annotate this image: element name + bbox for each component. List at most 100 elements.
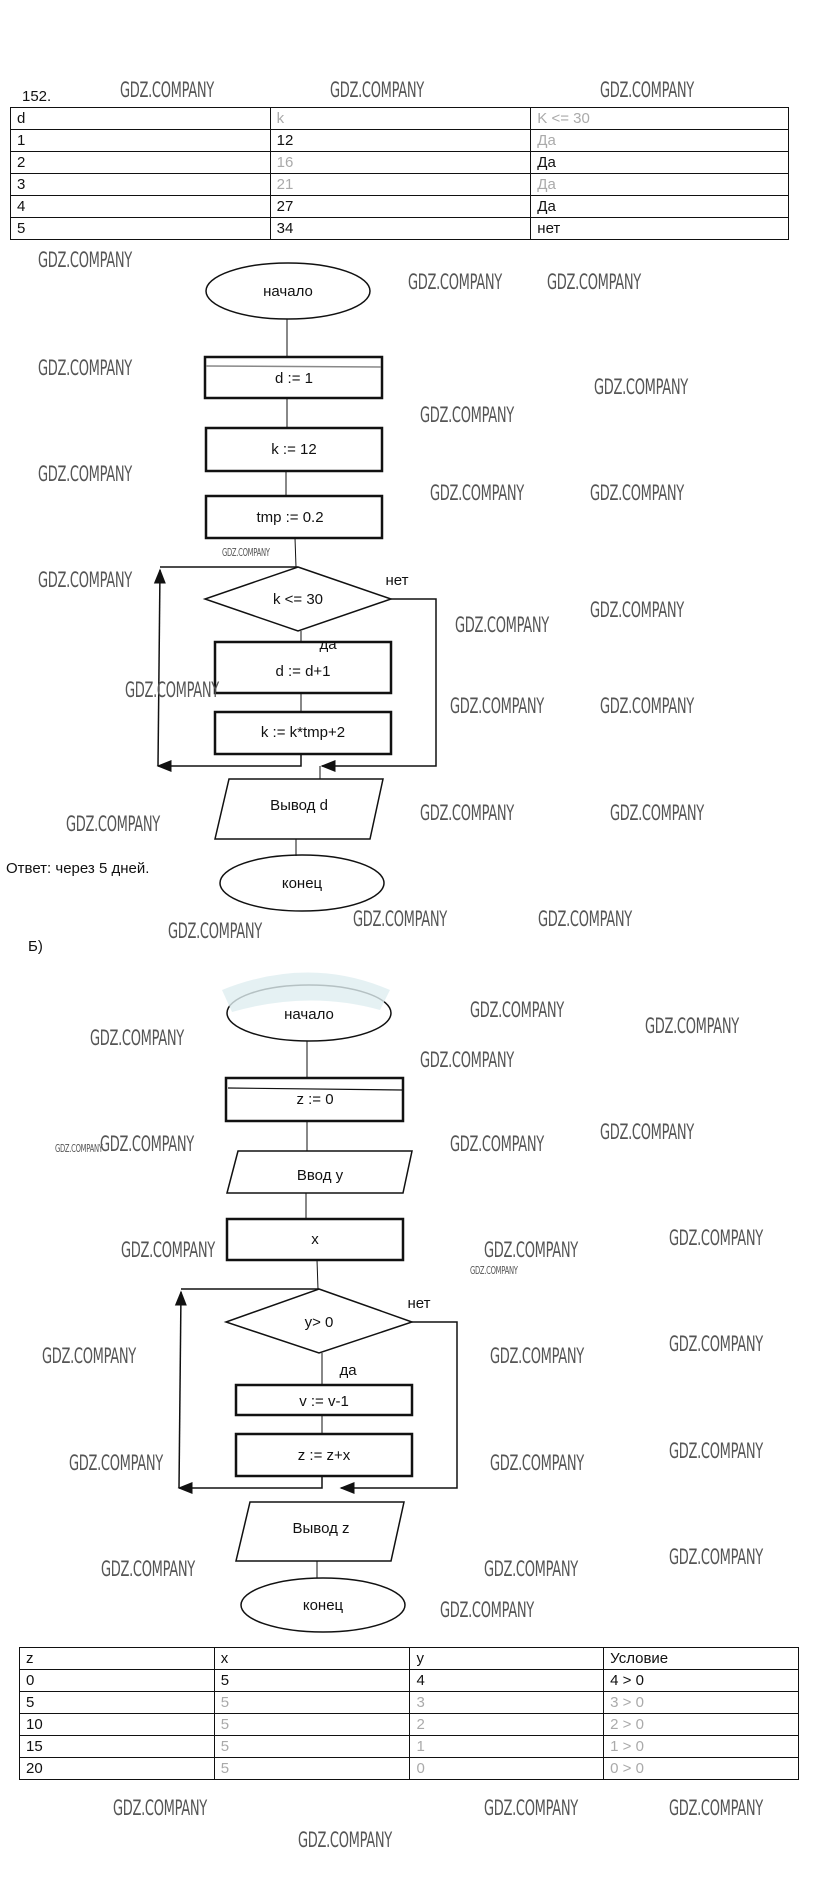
- watermark: GDZ.COMPANY: [450, 1132, 544, 1156]
- cell: 5: [213, 1691, 411, 1714]
- table-row: 5 5 3 3 > 0: [19, 1691, 799, 1714]
- watermark: GDZ.COMPANY: [100, 1132, 194, 1156]
- cell: 0 > 0: [603, 1757, 799, 1780]
- cell: 10: [19, 1713, 215, 1736]
- connector: [294, 537, 297, 568]
- no-label: нет: [408, 1295, 431, 1312]
- process-k-update: [213, 710, 393, 756]
- watermark: GDZ.COMPANY: [484, 1796, 578, 1820]
- process-k-init: [204, 426, 384, 473]
- watermark: GDZ.COMPANY: [168, 919, 262, 943]
- end-label: конец: [303, 1597, 344, 1614]
- watermark: GDZ.COMPANY: [669, 1545, 763, 1569]
- cell: Да: [530, 173, 789, 196]
- cell: 4 > 0: [603, 1669, 799, 1692]
- cell: 27: [269, 195, 532, 218]
- cell: 5: [213, 1735, 411, 1758]
- watermark: GDZ.COMPANY: [645, 1014, 739, 1038]
- watermark: GDZ.COMPANY: [547, 270, 641, 294]
- k-init-label: k := 12: [271, 441, 316, 458]
- d-inc-label: d := d+1: [275, 663, 330, 680]
- table-row: 10 5 2 2 > 0: [19, 1713, 799, 1736]
- flowchart-a-labels: начало d := 1 k := 12 tmp := 0.2 k <= 30…: [256, 283, 408, 892]
- end-terminal: [240, 1577, 406, 1633]
- cell: 21: [269, 173, 532, 196]
- cell: нет: [530, 217, 789, 240]
- flowchart-a: [153, 262, 437, 912]
- cell: 2 > 0: [603, 1713, 799, 1736]
- flowchart-b: [174, 972, 458, 1633]
- watermark: GDZ.COMPANY: [69, 1451, 163, 1475]
- z-update-label: z := z+x: [298, 1447, 351, 1464]
- input-parallelogram: [226, 1150, 413, 1194]
- loop-return-arrow: [156, 754, 302, 772]
- connector: [227, 1087, 403, 1091]
- watermark: GDZ.COMPANY: [669, 1439, 763, 1463]
- cell: 20: [19, 1757, 215, 1780]
- condition-label: k <= 30: [273, 591, 323, 608]
- watermark: GDZ.COMPANY: [38, 462, 132, 486]
- watermark: GDZ.COMPANY: [600, 694, 694, 718]
- start-terminal: [205, 262, 371, 320]
- answer-text: Ответ: через 5 дней.: [6, 860, 150, 877]
- watermark: GDZ.COMPANY: [669, 1796, 763, 1820]
- cell: 3: [409, 1691, 605, 1714]
- watermark: GDZ.COMPANY: [420, 1048, 514, 1072]
- loop-back-arrow: [153, 568, 166, 767]
- z-init-label: z := 0: [296, 1091, 333, 1108]
- decision-diamond: [202, 566, 394, 632]
- watermark: GDZ.COMPANY: [330, 78, 424, 102]
- table-row: 15 5 1 1 > 0: [19, 1735, 799, 1758]
- cell: 5: [19, 1691, 215, 1714]
- table-row: 0 5 4 4 > 0: [19, 1669, 799, 1692]
- watermark: GDZ.COMPANY: [90, 1026, 184, 1050]
- tmp-init-label: tmp := 0.2: [256, 509, 323, 526]
- watermark: GDZ.COMPANY: [455, 613, 549, 637]
- watermark: GDZ.COMPANY: [484, 1557, 578, 1581]
- table-a: d k K <= 30 1 12 Да 2 16 Да 3 21 Да 4 27…: [10, 107, 789, 240]
- output-parallelogram: [235, 1501, 405, 1562]
- watermark: GDZ.COMPANY: [430, 481, 524, 505]
- x-label: x: [311, 1231, 319, 1248]
- cell: 5: [213, 1757, 411, 1780]
- watermark: GDZ.COMPANY: [669, 1332, 763, 1356]
- watermark: GDZ.COMPANY: [610, 801, 704, 825]
- watermark: GDZ.COMPANY: [222, 546, 270, 559]
- watermark: GDZ.COMPANY: [38, 356, 132, 380]
- cell: 5: [213, 1713, 411, 1736]
- exit-arrow: [339, 1321, 458, 1494]
- k-update-label: k := k*tmp+2: [261, 724, 345, 741]
- watermark: GDZ.COMPANY: [484, 1238, 578, 1262]
- table-row: 4 27 Да: [10, 195, 789, 218]
- v-dec-label: v := v-1: [299, 1393, 349, 1410]
- watermark: GDZ.COMPANY: [470, 998, 564, 1022]
- start-label: начало: [263, 283, 313, 300]
- watermark: GDZ.COMPANY: [594, 375, 688, 399]
- output-label: Вывод d: [270, 797, 328, 814]
- table-row: 2 16 Да: [10, 151, 789, 174]
- part-b-label: Б): [28, 938, 43, 955]
- header-z: z: [19, 1647, 215, 1670]
- cell: 3 > 0: [603, 1691, 799, 1714]
- process-d-init: [203, 355, 384, 400]
- table-header-row: d k K <= 30: [10, 107, 789, 130]
- table-b: z x y Условие 0 5 4 4 > 0 5 5 3 3 > 0 10…: [19, 1647, 799, 1780]
- watermark: GDZ.COMPANY: [42, 1344, 136, 1368]
- cell: 0: [19, 1669, 215, 1692]
- watermark: GDZ.COMPANY: [125, 678, 219, 702]
- watermark: GDZ.COMPANY: [600, 1120, 694, 1144]
- cell: 2: [409, 1713, 605, 1736]
- watermark: GDZ.COMPANY: [490, 1344, 584, 1368]
- highlight-blob: [222, 972, 390, 1012]
- flowchart-b-labels: начало z := 0 Ввод y x y> 0 нет да v := …: [284, 1006, 430, 1614]
- watermark: GDZ.COMPANY: [470, 1264, 518, 1277]
- end-label: конец: [282, 875, 323, 892]
- table-row: 20 5 0 0 > 0: [19, 1757, 799, 1780]
- watermark: GDZ.COMPANY: [490, 1451, 584, 1475]
- process-v-dec: [234, 1383, 414, 1417]
- header-condition: K <= 30: [530, 107, 789, 130]
- watermark: GDZ.COMPANY: [408, 270, 502, 294]
- table-header-row: z x y Условие: [19, 1647, 799, 1670]
- watermark: GDZ.COMPANY: [353, 907, 447, 931]
- connector: [316, 1259, 319, 1290]
